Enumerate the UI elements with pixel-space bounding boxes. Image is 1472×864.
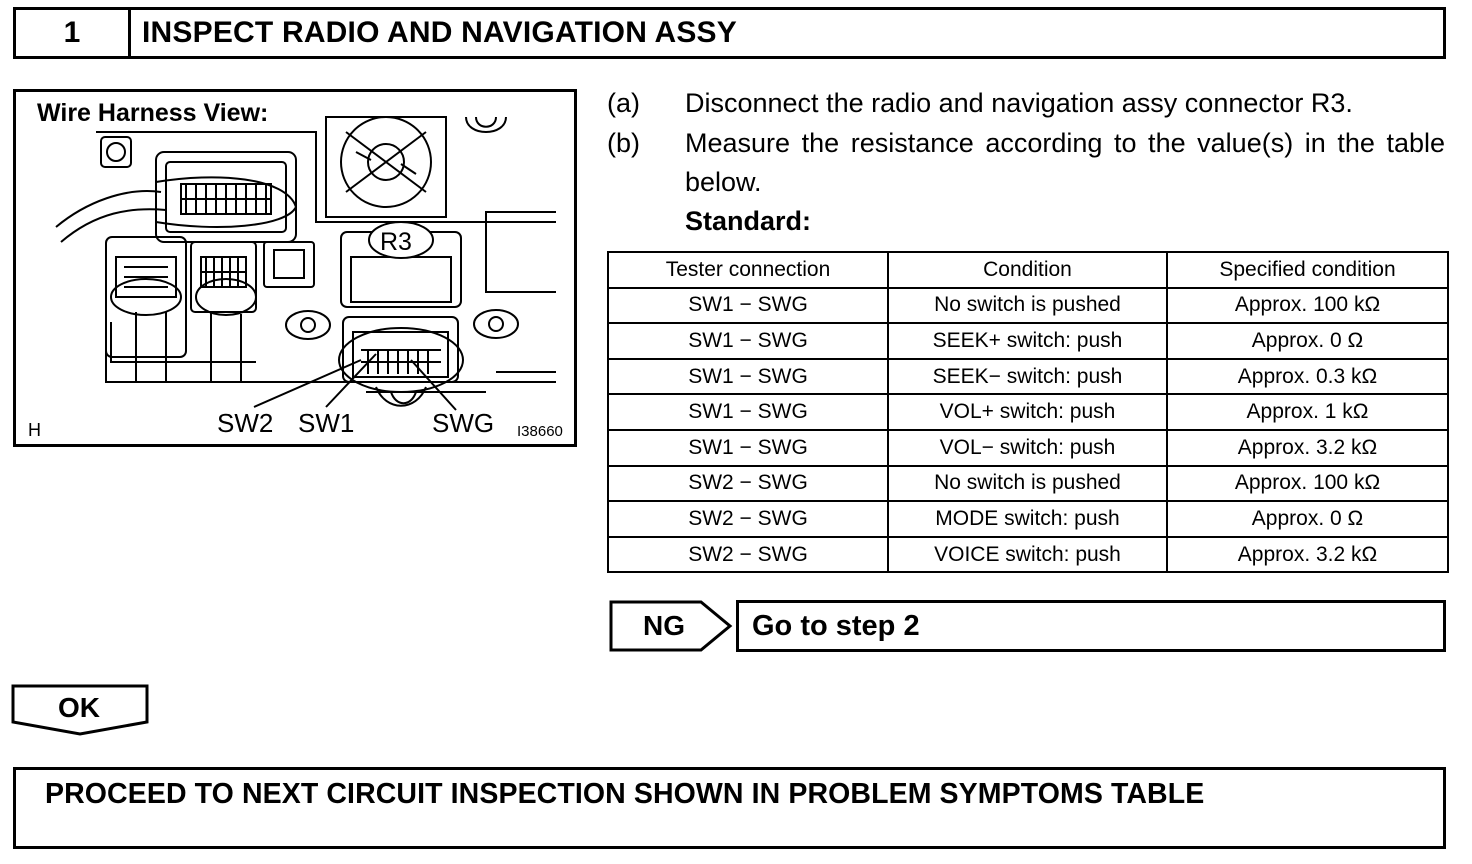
ng-result-text: Go to step 2	[752, 609, 920, 642]
specified-condition-cell: Approx. 3.2 kΩ	[1166, 535, 1449, 574]
specified-condition-cell: Approx. 0 Ω	[1166, 322, 1449, 360]
condition-cell: VOL− switch: push	[887, 428, 1168, 467]
corner-letter: H	[28, 420, 41, 440]
condition-cell: MODE switch: push	[887, 500, 1168, 538]
table-header-row: Tester connection Condition Specified co…	[607, 251, 1449, 289]
table-row: SW2 − SWG MODE switch: push Approx. 0 Ω	[607, 500, 1449, 538]
step-title: INSPECT RADIO AND NAVIGATION ASSY	[142, 16, 737, 49]
condition-cell: VOICE switch: push	[887, 535, 1168, 574]
tester-connection-cell: SW1 − SWG	[607, 286, 889, 325]
table-row: SW2 − SWG VOICE switch: push Approx. 3.2…	[607, 535, 1449, 574]
specified-condition-cell: Approx. 100 kΩ	[1166, 286, 1449, 325]
instruction-label: (b)	[607, 128, 640, 158]
figure-title: Wire Harness View:	[37, 99, 268, 127]
column-header: Condition	[887, 251, 1168, 289]
specified-condition-cell: Approx. 100 kΩ	[1166, 464, 1449, 503]
terminal-label-sw2: SW2	[217, 408, 273, 438]
ng-arrow-icon	[609, 600, 733, 652]
table-row: SW1 − SWG VOL+ switch: push Approx. 1 kΩ	[607, 393, 1449, 431]
condition-cell: SEEK+ switch: push	[887, 322, 1168, 360]
terminal-label-swg: SWG	[432, 408, 494, 438]
condition-cell: No switch is pushed	[887, 286, 1168, 325]
harness-illustration: Wire Harness View: R3 SW2 SW1 SWG H I386…	[28, 99, 563, 440]
table-row: SW2 − SWG No switch is pushed Approx. 10…	[607, 464, 1449, 503]
instruction-label: (a)	[607, 88, 640, 118]
ng-result-box: Go to step 2	[736, 600, 1446, 652]
instruction-text: Measure the resistance according to the …	[685, 128, 1445, 197]
step-header: 1 INSPECT RADIO AND NAVIGATION ASSY	[13, 7, 1446, 59]
ok-label: OK	[58, 692, 100, 723]
proceed-box: PROCEED TO NEXT CIRCUIT INSPECTION SHOWN…	[13, 767, 1446, 849]
tester-connection-cell: SW1 − SWG	[607, 393, 889, 431]
wire-harness-figure: Wire Harness View: R3 SW2 SW1 SWG H I386…	[13, 89, 577, 447]
specified-condition-cell: Approx. 1 kΩ	[1166, 393, 1449, 431]
condition-cell: SEEK− switch: push	[887, 357, 1168, 396]
tester-connection-cell: SW1 − SWG	[607, 357, 889, 396]
instruction-text: Disconnect the radio and navigation assy…	[685, 88, 1353, 118]
step-number: 1	[16, 10, 131, 56]
figure-id: I38660	[517, 423, 563, 440]
standard-label: Standard:	[685, 206, 812, 236]
column-header: Specified condition	[1166, 251, 1449, 289]
instruction-b: (b) Measure the resistance according to …	[607, 124, 1447, 204]
tester-connection-cell: SW2 − SWG	[607, 500, 889, 538]
ok-arrow-icon	[11, 684, 149, 736]
tester-connection-cell: SW1 − SWG	[607, 428, 889, 467]
proceed-text: PROCEED TO NEXT CIRCUIT INSPECTION SHOWN…	[45, 778, 1205, 810]
table-row: SW1 − SWG No switch is pushed Approx. 10…	[607, 286, 1449, 325]
condition-cell: VOL+ switch: push	[887, 393, 1168, 431]
tester-connection-cell: SW2 − SWG	[607, 535, 889, 574]
ng-label: NG	[643, 610, 685, 641]
tester-connection-cell: SW2 − SWG	[607, 464, 889, 503]
column-header: Tester connection	[607, 251, 889, 289]
resistance-table: Tester connection Condition Specified co…	[607, 251, 1449, 574]
instruction-a: (a) Disconnect the radio and navigation …	[607, 84, 1447, 124]
specified-condition-cell: Approx. 0 Ω	[1166, 500, 1449, 538]
table-row: SW1 − SWG VOL− switch: push Approx. 3.2 …	[607, 428, 1449, 467]
specified-condition-cell: Approx. 3.2 kΩ	[1166, 428, 1449, 467]
specified-condition-cell: Approx. 0.3 kΩ	[1166, 357, 1449, 396]
terminal-label-sw1: SW1	[298, 408, 354, 438]
tester-connection-cell: SW1 − SWG	[607, 322, 889, 360]
connector-label: R3	[380, 228, 412, 256]
table-row: SW1 − SWG SEEK+ switch: push Approx. 0 Ω	[607, 322, 1449, 360]
condition-cell: No switch is pushed	[887, 464, 1168, 503]
table-row: SW1 − SWG SEEK− switch: push Approx. 0.3…	[607, 357, 1449, 396]
